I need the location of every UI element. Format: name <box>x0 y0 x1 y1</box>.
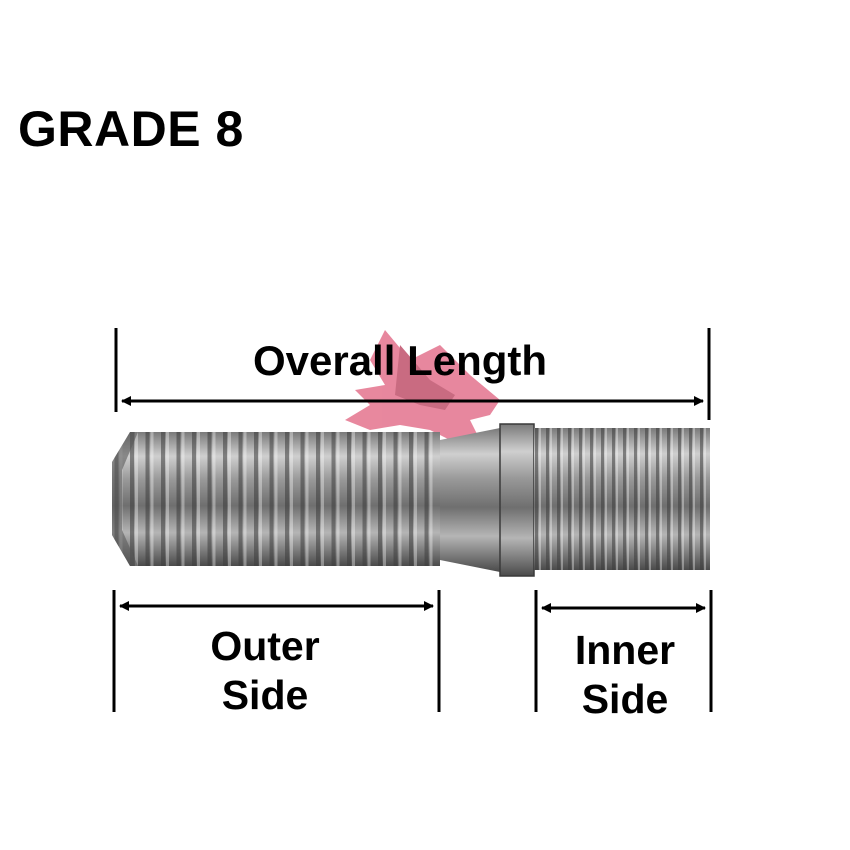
inner-side-label: Inner Side <box>530 626 720 724</box>
inner-side-label-line1: Inner <box>574 627 676 673</box>
inner-side-label-line2: Side <box>581 676 669 723</box>
outer-side-dimension <box>112 590 441 712</box>
inner-side-dimension <box>534 590 713 712</box>
outer-side-label-line2: Side <box>221 672 309 719</box>
winged-lion-logo-icon <box>345 330 500 455</box>
outer-side-label-line1: Outer <box>210 623 320 669</box>
outer-side-label: Outer Side <box>170 622 360 720</box>
overall-length-dimension <box>114 328 711 420</box>
wheel-stud <box>112 423 710 577</box>
overall-length-label: Overall Length <box>252 337 548 384</box>
grade-title: GRADE 8 <box>18 101 244 157</box>
